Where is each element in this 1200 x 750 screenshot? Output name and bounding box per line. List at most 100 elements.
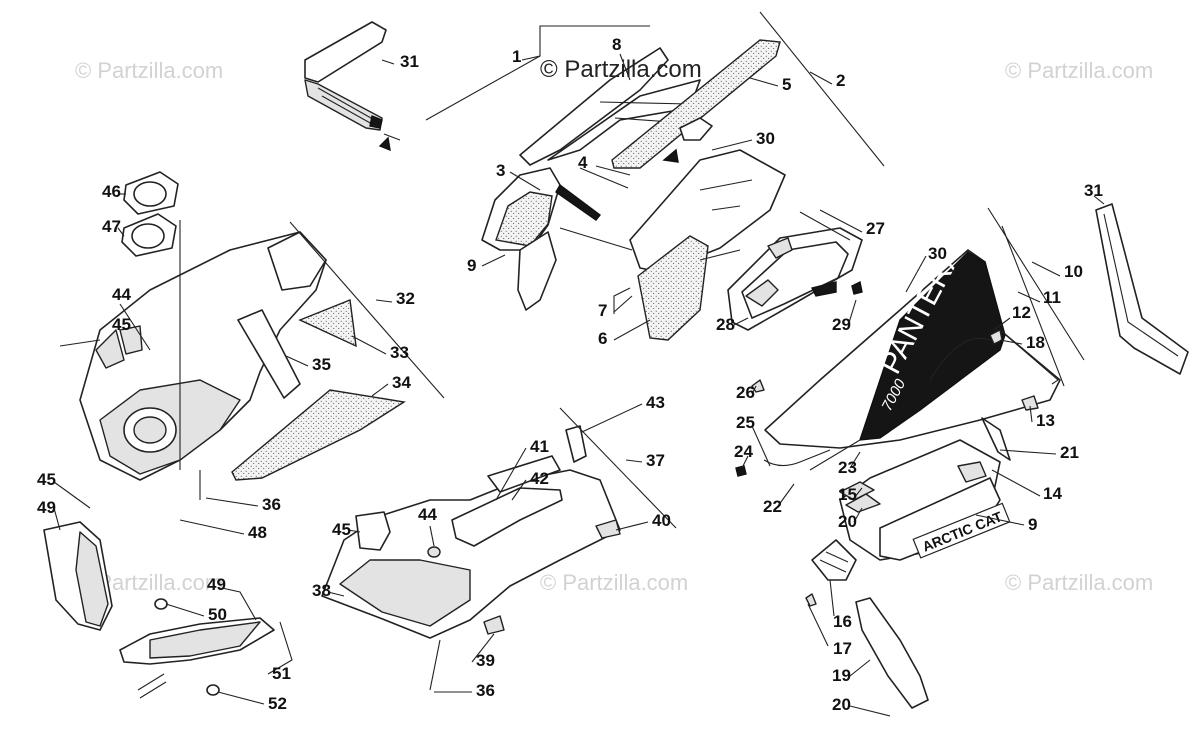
callout-c16: 16 <box>833 612 852 631</box>
leader-c42 <box>511 479 527 501</box>
callout-c35: 35 <box>312 355 331 374</box>
leader-c20a <box>853 507 863 523</box>
belly-pan-center <box>321 425 621 691</box>
callout-c20b: 20 <box>832 695 851 714</box>
leader-c44b <box>429 525 435 547</box>
leader-c17 <box>807 603 829 647</box>
callout-c31a: 31 <box>400 52 419 71</box>
side-deflector-49 <box>43 521 113 631</box>
leader-c52 <box>217 691 265 705</box>
leader-c21 <box>999 449 1057 455</box>
callout-c13: 13 <box>1036 411 1055 430</box>
leader-c49b <box>221 587 257 621</box>
trim-piece-31-left <box>304 21 401 152</box>
leader-c30b <box>905 255 927 293</box>
callout-c44b: 44 <box>418 505 437 524</box>
leader-c9b <box>975 514 1025 526</box>
leader-c3 <box>509 171 541 191</box>
leader-c41 <box>495 447 527 501</box>
leader-c45c <box>347 529 361 533</box>
leader-c26 <box>751 385 757 395</box>
callout-c31b: 31 <box>1084 181 1103 200</box>
leader-c16 <box>829 579 835 617</box>
leader-c37 <box>559 407 677 529</box>
leader-c31b <box>1093 195 1105 205</box>
callout-c2: 2 <box>836 71 845 90</box>
leader-c11 <box>1001 225 1065 387</box>
leader-c45b <box>53 481 91 509</box>
callout-c46: 46 <box>102 182 121 201</box>
callout-c44a: 44 <box>112 285 131 304</box>
callout-c17: 17 <box>833 639 852 658</box>
callout-c40: 40 <box>652 511 671 530</box>
callout-c48: 48 <box>248 523 267 542</box>
callout-c49a: 49 <box>37 498 56 517</box>
callout-c12: 12 <box>1012 303 1031 322</box>
leader-c33 <box>351 335 387 355</box>
callout-c45b: 45 <box>37 470 56 489</box>
trim-piece-31-right <box>1095 203 1189 375</box>
callout-c14: 14 <box>1043 484 1062 503</box>
callout-c5: 5 <box>782 75 791 94</box>
watermark-main: © Partzilla.com <box>540 56 702 83</box>
leader-c47 <box>117 227 125 237</box>
callout-c30a: 30 <box>756 129 775 148</box>
leader-c5 <box>749 77 779 87</box>
leader-c48 <box>179 519 245 535</box>
leader-c34 <box>371 383 389 397</box>
leader-c51 <box>267 621 293 675</box>
callout-c28: 28 <box>716 315 735 334</box>
leader-c15 <box>853 487 863 499</box>
callout-c25: 25 <box>736 413 755 432</box>
inner-panel-27 <box>727 227 863 331</box>
callout-c24: 24 <box>734 442 753 461</box>
callout-c49b: 49 <box>207 575 226 594</box>
hood-assembly <box>481 39 786 341</box>
leader-c24 <box>741 455 749 469</box>
callout-c45a: 45 <box>112 315 131 334</box>
callout-c15: 15 <box>838 485 857 504</box>
leader-lines <box>53 11 1105 717</box>
leader-c9a <box>481 254 506 267</box>
callout-c34: 34 <box>392 373 411 392</box>
callout-c7: 7 <box>598 301 607 320</box>
leader-c40 <box>615 521 649 531</box>
leader-c27 <box>799 209 863 241</box>
callout-c29: 29 <box>832 315 851 334</box>
leader-c30a <box>711 139 753 151</box>
leader-c45a <box>59 339 101 347</box>
leader-c4 <box>595 165 631 176</box>
callout-c52: 52 <box>268 694 287 713</box>
leader-c20b <box>849 705 891 717</box>
callout-c18: 18 <box>1026 333 1045 352</box>
leader-c22 <box>777 483 795 507</box>
callout-c26: 26 <box>736 383 755 402</box>
callout-c21: 21 <box>1060 443 1079 462</box>
watermark-top-right: © Partzilla.com <box>1005 58 1154 83</box>
callout-c22: 22 <box>763 497 782 516</box>
leader-c44a <box>119 303 151 351</box>
leader-c13 <box>1029 405 1033 423</box>
callout-c36b: 36 <box>476 681 495 700</box>
watermark-top-left: © Partzilla.com <box>75 58 224 83</box>
callout-c43: 43 <box>646 393 665 412</box>
leader-c6 <box>613 319 651 341</box>
callout-c8: 8 <box>612 35 621 54</box>
leader-c39 <box>471 633 495 663</box>
leader-c12 <box>993 317 1011 331</box>
leader-c32 <box>289 221 445 399</box>
leader-c50 <box>165 603 205 617</box>
callout-c11: 11 <box>1043 288 1061 307</box>
leader-c23 <box>849 451 861 469</box>
watermark-bottom-center: © Partzilla.com <box>540 570 689 595</box>
leader-c2 <box>425 11 885 167</box>
leader-c36a <box>205 497 259 507</box>
callout-c36a: 36 <box>262 495 281 514</box>
callout-c10: 10 <box>1064 262 1083 281</box>
callout-c51: 51 <box>272 664 291 683</box>
leader-c31a <box>381 59 395 65</box>
gasket-47 <box>121 213 177 257</box>
callout-c23: 23 <box>838 458 857 477</box>
